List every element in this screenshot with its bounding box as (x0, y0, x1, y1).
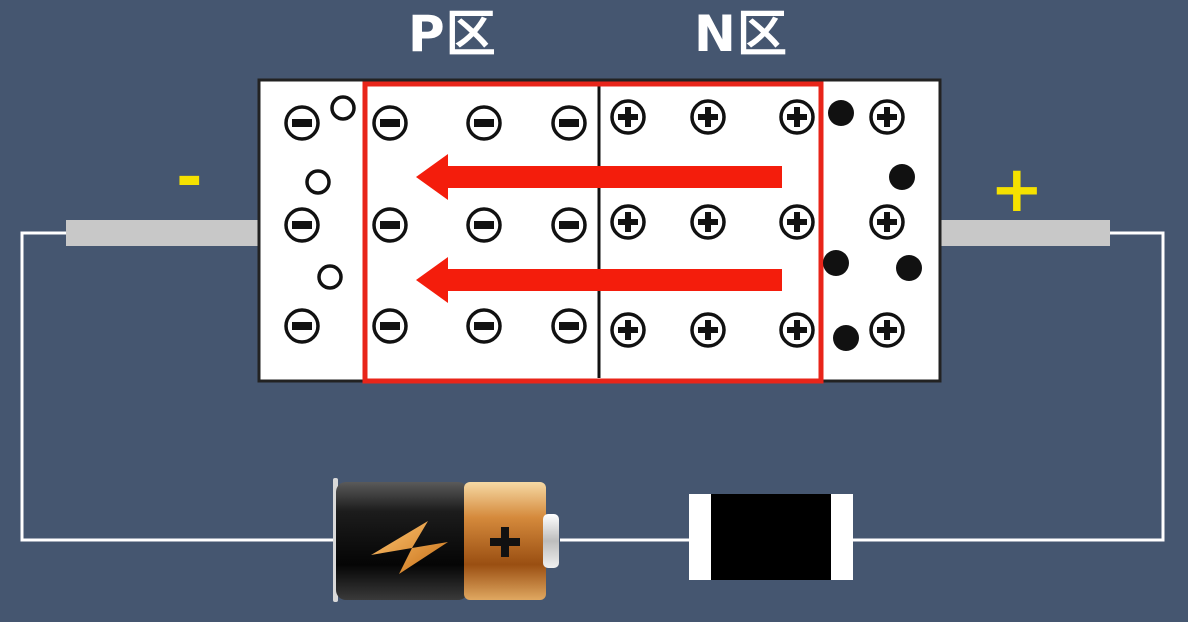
negative-ion (466, 308, 502, 344)
negative-ion (466, 105, 502, 141)
electron (889, 164, 915, 190)
negative-ion (284, 308, 320, 344)
negative-ion (284, 207, 320, 243)
electron (833, 325, 859, 351)
positive-ion (690, 204, 726, 240)
hole (305, 169, 331, 195)
right-lead (940, 220, 1110, 246)
positive-ion (869, 312, 905, 348)
electric-field-arrows (416, 154, 782, 303)
hole (317, 264, 343, 290)
electrons (823, 100, 922, 351)
field-arrow (416, 154, 782, 200)
positive-ion (610, 204, 646, 240)
positive-ion (610, 99, 646, 135)
positive-ion (779, 204, 815, 240)
battery-icon (333, 478, 559, 602)
negative-ions (284, 105, 587, 344)
negative-ion (372, 207, 408, 243)
negative-ion (551, 207, 587, 243)
positive-ion (869, 99, 905, 135)
positive-ion (869, 204, 905, 240)
negative-ion (284, 105, 320, 141)
negative-ion (372, 308, 408, 344)
field-arrow (416, 257, 782, 303)
negative-ion (551, 308, 587, 344)
circuit-wire-left (20, 231, 335, 542)
positive-ions (610, 99, 905, 348)
positive-ion (690, 99, 726, 135)
negative-ion (372, 105, 408, 141)
electron (828, 100, 854, 126)
positive-ion (779, 99, 815, 135)
left-lead (66, 220, 260, 246)
hole (330, 95, 356, 121)
negative-ion (466, 207, 502, 243)
negative-ion (551, 105, 587, 141)
depletion-region-border (362, 81, 824, 384)
positive-ion (690, 312, 726, 348)
positive-ion (779, 312, 815, 348)
lightning-bolt-icon (371, 521, 448, 574)
holes (305, 95, 356, 290)
resistor-component (689, 494, 853, 580)
positive-terminal-sign: + (990, 153, 1044, 227)
electron (896, 255, 922, 281)
positive-ion (610, 312, 646, 348)
p-region-label: P区 (408, 5, 497, 63)
negative-terminal-sign: - (176, 141, 203, 215)
circuit-wire-right (852, 231, 1165, 542)
electron (823, 250, 849, 276)
n-region-label: N区 (694, 5, 788, 63)
